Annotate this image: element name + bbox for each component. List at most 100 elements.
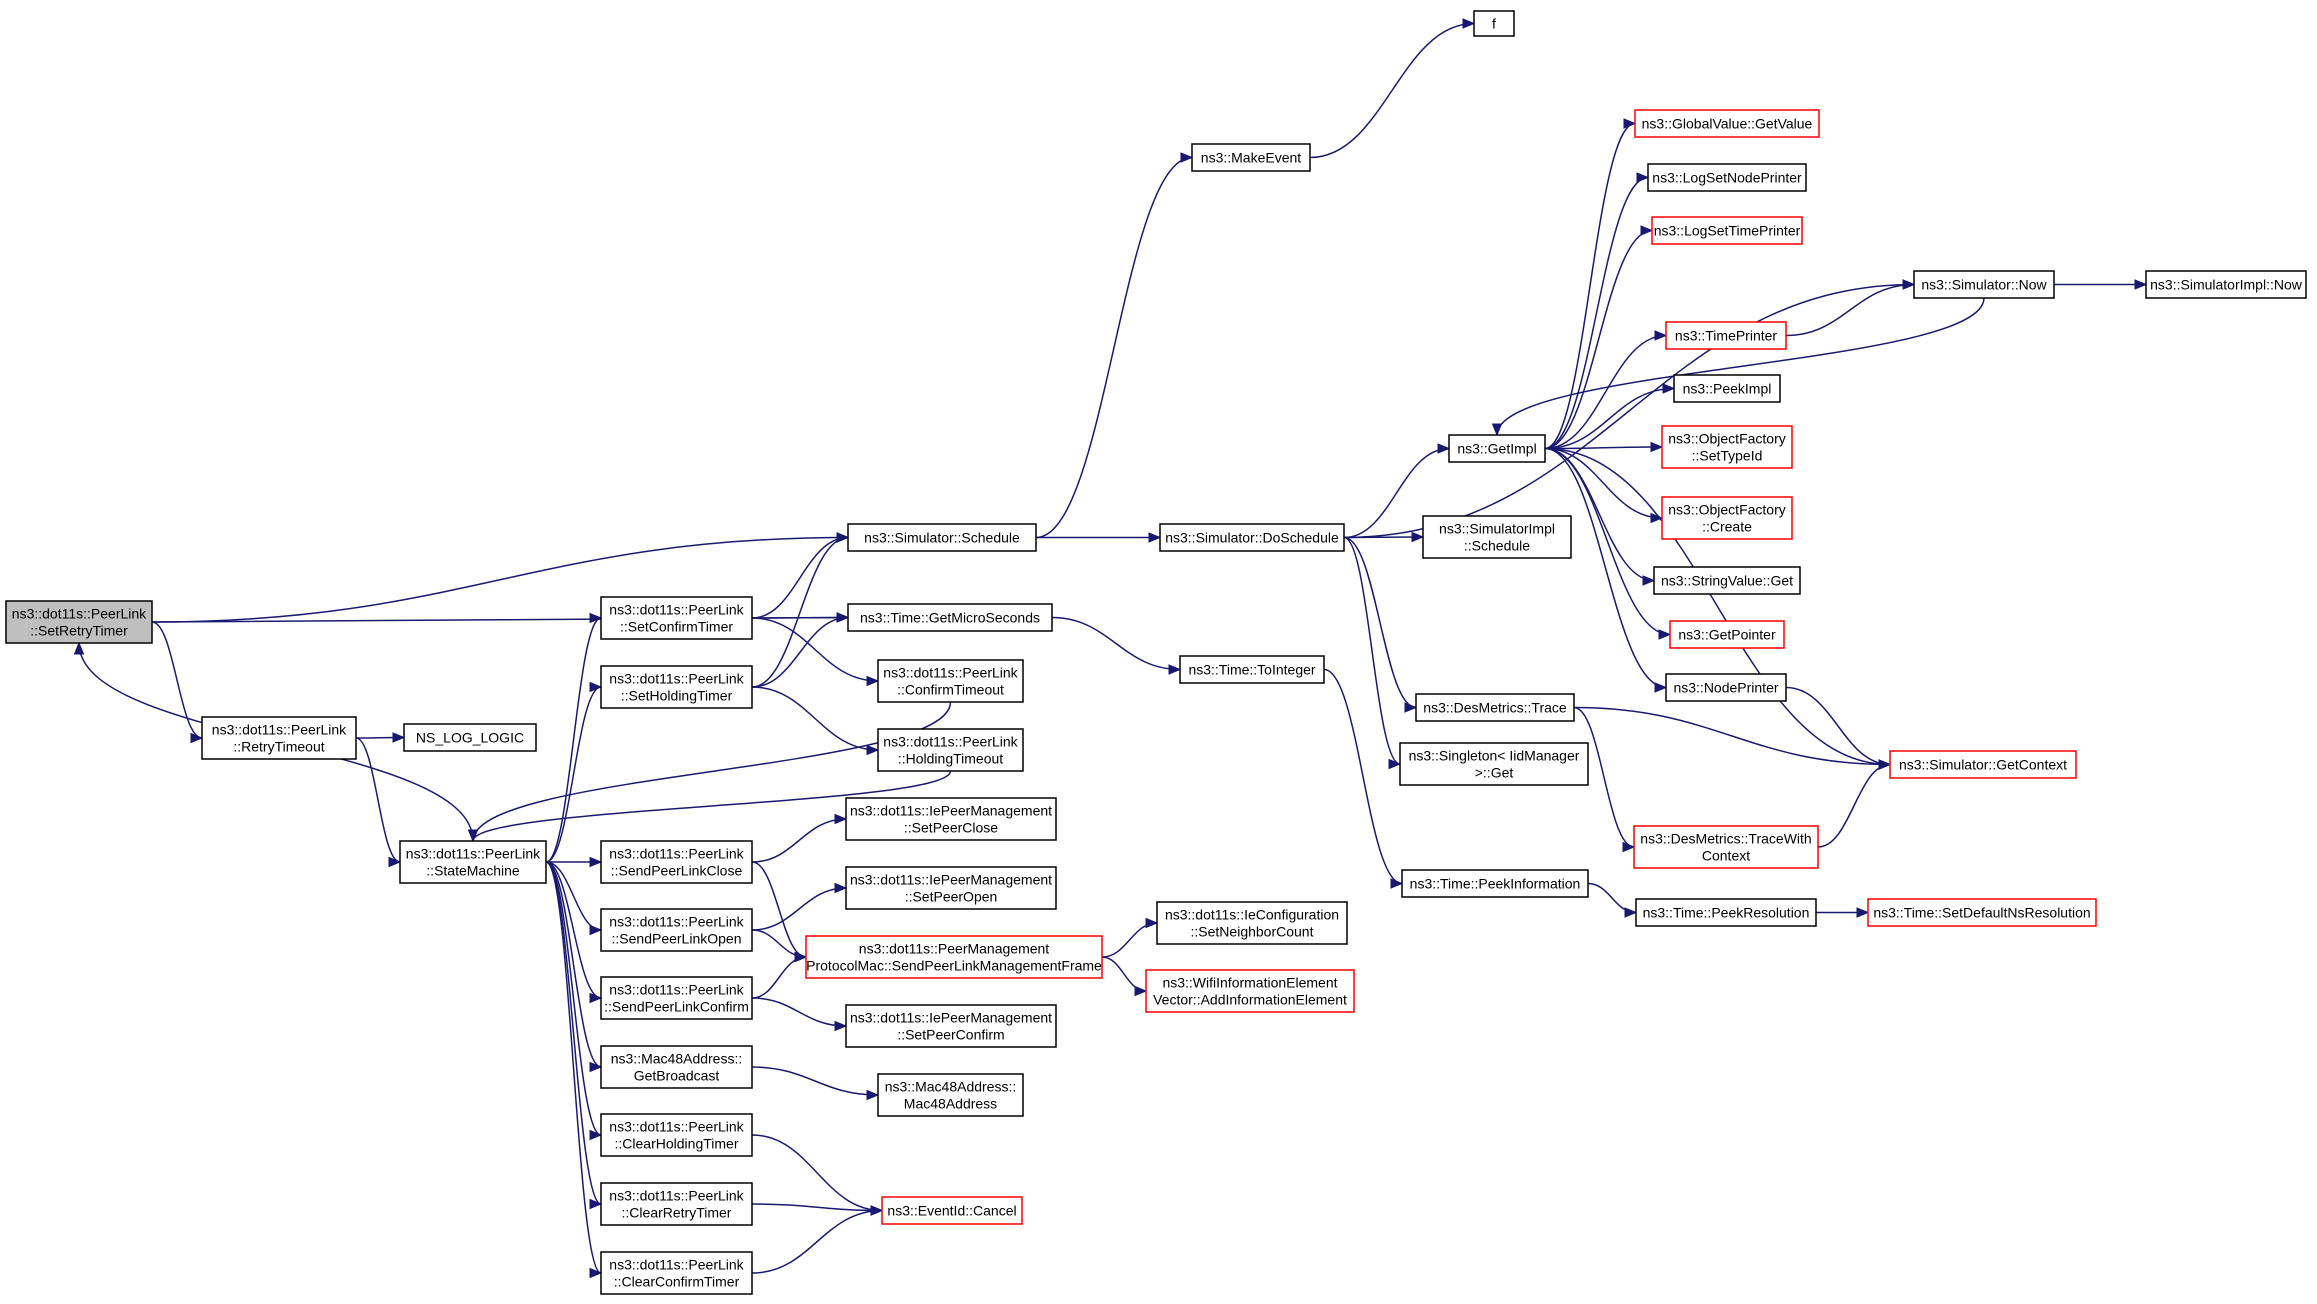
edge-line — [751, 818, 847, 863]
node-singleton[interactable]: ns3::Singleton< IidManager>::Get — [1399, 742, 1589, 786]
arrowhead-icon — [589, 1267, 603, 1279]
node-addinfo[interactable]: ns3::WifiInformationElementVector::AddIn… — [1145, 969, 1355, 1013]
node-setneighbor[interactable]: ns3::dot11s::IeConfiguration::SetNeighbo… — [1156, 901, 1348, 945]
node-doschedule[interactable]: ns3::Simulator::DoSchedule — [1159, 523, 1345, 552]
edge-doschedule-to-simnow — [1343, 279, 1916, 539]
node-globalvalue[interactable]: ns3::GlobalValue::GetValue — [1634, 109, 1820, 138]
node-retrytimeout[interactable]: ns3::dot11s::PeerLink::RetryTimeout — [201, 716, 357, 760]
arrowhead-icon — [1462, 18, 1476, 29]
edge-doschedule-to-desmetrics — [1343, 536, 1418, 713]
node-mac48[interactable]: ns3::Mac48Address::Mac48Address — [877, 1073, 1024, 1117]
node-label: ::ClearRetryTimer — [622, 1205, 732, 1221]
node-makeevent[interactable]: ns3::MakeEvent — [1191, 143, 1311, 172]
node-clearretry[interactable]: ns3::dot11s::PeerLink::ClearRetryTimer — [600, 1182, 753, 1226]
node-label: ::SetRetryTimer — [30, 623, 128, 639]
node-setholding[interactable]: ns3::dot11s::PeerLink::SetHoldingTimer — [600, 665, 753, 709]
edge-setholding-to-getmicro — [751, 612, 850, 688]
node-logtimeprinter[interactable]: ns3::LogSetTimePrinter — [1651, 216, 1803, 245]
arrowhead-icon — [866, 1089, 880, 1101]
edge-line — [751, 1209, 883, 1274]
node-label: ns3::dot11s::IePeerManagement — [850, 872, 1052, 888]
node-iepeeropen[interactable]: ns3::dot11s::IePeerManagement::SetPeerOp… — [845, 866, 1057, 910]
edge-line — [151, 536, 849, 623]
edge-line — [1544, 447, 1667, 689]
node-sendconfirm[interactable]: ns3::dot11s::PeerLink::SendPeerLinkConfi… — [600, 976, 753, 1020]
node-f[interactable]: f — [1473, 10, 1515, 37]
node-nslog[interactable]: NS_LOG_LOGIC — [403, 723, 537, 752]
edge-line — [751, 1066, 879, 1096]
arrowhead-icon — [1902, 279, 1916, 290]
node-confirmtimeout[interactable]: ns3::dot11s::PeerLink::ConfirmTimeout — [877, 659, 1024, 703]
node-getpointer[interactable]: ns3::GetPointer — [1669, 620, 1785, 649]
node-box — [1473, 10, 1515, 37]
node-statemachine[interactable]: ns3::dot11s::PeerLink::StateMachine — [399, 840, 547, 884]
edge-statemachine-to-setholding — [545, 681, 603, 863]
node-sendopen[interactable]: ns3::dot11s::PeerLink::SendPeerLinkOpen — [600, 908, 753, 952]
node-box — [1156, 901, 1348, 945]
node-box — [1635, 898, 1817, 927]
node-label: ns3::dot11s::PeerLink — [609, 1188, 744, 1204]
node-stringvalue[interactable]: ns3::StringValue::Get — [1653, 566, 1801, 595]
node-box — [1867, 898, 2097, 927]
node-getmicro[interactable]: ns3::Time::GetMicroSeconds — [847, 603, 1053, 632]
node-peekinfo[interactable]: ns3::Time::PeekInformation — [1401, 869, 1589, 898]
node-simimplsched[interactable]: ns3::SimulatorImpl::Schedule — [1422, 515, 1572, 559]
node-setretry[interactable]: ns3::dot11s::PeerLink::SetRetryTimer — [5, 600, 153, 644]
edge-line — [151, 621, 203, 739]
node-box — [845, 797, 1057, 841]
node-tointeger[interactable]: ns3::Time::ToInteger — [1179, 655, 1325, 684]
arrowhead-icon — [834, 813, 848, 825]
edge-line — [545, 861, 602, 1136]
node-objfactcreate[interactable]: ns3::ObjectFactory::Create — [1661, 496, 1793, 540]
edge-simnow-to-getimpl — [1491, 297, 1985, 437]
node-iepeerconfirm[interactable]: ns3::dot11s::IePeerManagement::SetPeerCo… — [845, 1004, 1057, 1048]
node-simnow[interactable]: ns3::Simulator::Now — [1913, 270, 2055, 299]
edge-layer — [73, 18, 2148, 1279]
edge-timeprinter-to-simnow — [1785, 279, 1916, 337]
node-getimpl[interactable]: ns3::GetImpl — [1448, 434, 1546, 463]
node-nodeprinter[interactable]: ns3::NodePrinter — [1665, 673, 1787, 702]
node-box — [600, 976, 753, 1020]
node-getcontext[interactable]: ns3::Simulator::GetContext — [1889, 750, 2077, 779]
edge-line — [1343, 536, 1401, 765]
node-cancel[interactable]: ns3::EventId::Cancel — [881, 1196, 1023, 1225]
node-iepeerclose[interactable]: ns3::dot11s::IePeerManagement::SetPeerCl… — [845, 797, 1057, 841]
node-label: ::SetPeerConfirm — [897, 1027, 1004, 1043]
node-lognodeprinter[interactable]: ns3::LogSetNodePrinter — [1647, 163, 1807, 192]
arrowhead-icon — [1650, 441, 1664, 453]
edge-line — [1544, 334, 1667, 450]
node-simimplnow[interactable]: ns3::SimulatorImpl::Now — [2145, 270, 2307, 299]
node-objfactsettype[interactable]: ns3::ObjectFactory::SetTypeId — [1661, 425, 1793, 469]
edge-line — [1544, 176, 1649, 450]
node-schedule[interactable]: ns3::Simulator::Schedule — [847, 523, 1037, 552]
edge-line — [751, 686, 879, 751]
node-holdingtimeout[interactable]: ns3::dot11s::PeerLink::HoldingTimeout — [877, 728, 1024, 772]
node-timeprinter[interactable]: ns3::TimePrinter — [1665, 321, 1787, 350]
node-label: ns3::dot11s::PeerLink — [609, 914, 744, 930]
node-label: ns3::dot11s::IePeerManagement — [850, 803, 1052, 819]
node-label: ns3::GetPointer — [1678, 627, 1776, 643]
arrowhead-icon — [1650, 512, 1664, 524]
node-desmetrics[interactable]: ns3::DesMetrics::Trace — [1415, 693, 1575, 722]
edge-desmetrics-to-getcontext — [1573, 706, 1892, 770]
node-setconfirm[interactable]: ns3::dot11s::PeerLink::SetConfirmTimer — [600, 596, 753, 640]
node-label: ::SendPeerLinkConfirm — [604, 999, 749, 1015]
node-label: ns3::Simulator::Now — [1921, 277, 2047, 293]
node-peekimpl[interactable]: ns3::PeekImpl — [1673, 374, 1781, 403]
arrowhead-icon — [1390, 878, 1404, 889]
node-setdefaultres[interactable]: ns3::Time::SetDefaultNsResolution — [1867, 898, 2097, 927]
edge-line — [1573, 706, 1891, 766]
node-clearconfirm[interactable]: ns3::dot11s::PeerLink::ClearConfirmTimer — [600, 1251, 753, 1295]
edge-retrytimeout-to-nslog — [355, 732, 406, 743]
node-label: ::SetPeerOpen — [905, 889, 998, 905]
arrowhead-icon — [589, 1198, 603, 1210]
node-peekres[interactable]: ns3::Time::PeekResolution — [1635, 898, 1817, 927]
node-box — [847, 603, 1053, 632]
node-box — [805, 935, 1103, 979]
edge-getimpl-to-objfactcreate — [1544, 447, 1664, 524]
node-sendclose[interactable]: ns3::dot11s::PeerLink::SendPeerLinkClose — [600, 840, 753, 884]
node-pmpsend[interactable]: ns3::dot11s::PeerManagementProtocolMac::… — [805, 935, 1103, 979]
node-getbroadcast[interactable]: ns3::Mac48Address::GetBroadcast — [600, 1045, 753, 1089]
node-clearholding[interactable]: ns3::dot11s::PeerLink::ClearHoldingTimer — [600, 1113, 753, 1157]
